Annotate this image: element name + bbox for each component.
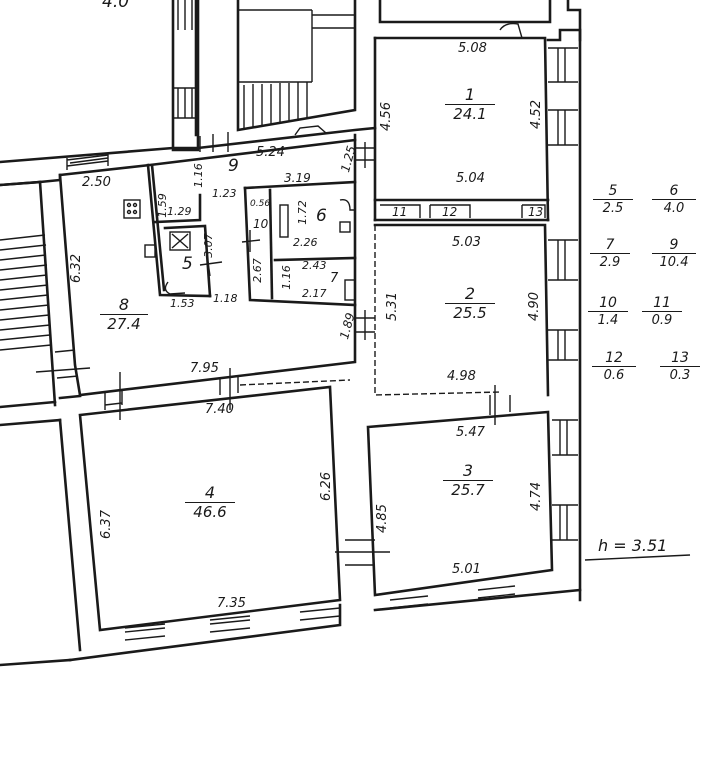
- room-2-right-dim: 4.90: [526, 292, 542, 321]
- room-8-walls: [38, 138, 357, 420]
- left-stair-block: [0, 180, 91, 409]
- legend-room-6-number: 6: [652, 183, 696, 200]
- room-1-right-dim: 4.52: [528, 100, 544, 129]
- ceiling-height-label: h = 3.51: [598, 536, 668, 555]
- legend-room-11-area: 0.9: [651, 313, 673, 328]
- room-9-number: 9: [228, 156, 239, 176]
- legend-room-13: 13 0.3: [660, 350, 700, 384]
- room-6-number: 6: [316, 206, 327, 226]
- legend-room-13-area: 0.3: [669, 368, 691, 383]
- room-1-bottom-dim: 5.04: [456, 171, 485, 186]
- room-8-left-dim: 6.32: [68, 254, 84, 283]
- room-8-area: 27.4: [107, 315, 141, 333]
- legend-room-10-area: 1.4: [597, 313, 619, 328]
- legend-room-5-number: 5: [593, 183, 633, 200]
- room-4-right-dim: 6.26: [318, 472, 334, 501]
- room-5-bottom-dim: 1.53: [170, 297, 195, 310]
- room-7-left-dim: 1.16: [279, 265, 293, 290]
- room-4-top-dim: 7.40: [205, 402, 234, 417]
- room-8-number: 8: [100, 296, 148, 315]
- room-2-left-dim: 5.31: [384, 292, 400, 321]
- room-1-label: 1 24.1: [445, 86, 495, 124]
- legend-room-12: 12 0.6: [592, 350, 636, 384]
- legend-room-5-area: 2.5: [602, 201, 624, 216]
- room-10-top-dim: 0.56: [250, 199, 271, 209]
- bath-block-walls: [123, 163, 223, 298]
- room-2-area: 25.5: [453, 304, 487, 322]
- left-lower-room: [0, 418, 72, 667]
- room-4-area: 46.6: [193, 503, 227, 521]
- legend-room-9-number: 9: [652, 237, 696, 254]
- room-1-walls: [355, 22, 582, 602]
- room-5-top-dim: 1.29: [167, 205, 192, 218]
- room-4-label: 4 46.6: [185, 484, 235, 522]
- room-1-left-dim: 4.56: [378, 102, 394, 131]
- room-2-label: 2 25.5: [445, 285, 495, 323]
- legend-room-9-area: 10.4: [659, 255, 689, 270]
- legend-room-10-number: 10: [588, 295, 628, 312]
- room-6-bottom-dim: 2.26: [293, 236, 318, 249]
- upper-stair-block: [171, 0, 582, 152]
- legend-room-9: 9 10.4: [652, 237, 696, 271]
- room-1-number: 1: [445, 86, 495, 105]
- ceiling-height-underline: [584, 554, 691, 561]
- room-4-bottom-dim: 7.35: [217, 596, 246, 611]
- legend-room-6-area: 4.0: [663, 201, 685, 216]
- room-10-number: 10: [253, 217, 269, 231]
- room-7-top-dim: 2.43: [302, 259, 327, 272]
- room-2-walls: [355, 223, 578, 397]
- room-7-number: 7: [330, 271, 339, 286]
- room-4-number: 4: [185, 484, 235, 503]
- room-3-top-dim: 5.47: [456, 425, 485, 440]
- room-5-number: 5: [182, 254, 193, 274]
- north-wall: [0, 126, 377, 164]
- room-9-top-dim: 5.24: [256, 145, 285, 160]
- room-3-right-dim: 4.74: [528, 482, 544, 511]
- room-2-top-dim: 5.03: [452, 235, 481, 250]
- room-7-bottom-dim: 2.17: [302, 287, 327, 300]
- legend-room-11: 11 0.9: [642, 295, 682, 329]
- room-6-top-dim: 3.19: [284, 171, 311, 185]
- room-8-label: 8 27.4: [100, 296, 148, 334]
- room-8-top-dim: 2.50: [82, 175, 111, 190]
- closets-walls: [373, 198, 550, 222]
- legend-room-10: 10 1.4: [588, 295, 628, 329]
- room-3-label: 3 25.7: [443, 462, 493, 500]
- room-5-right-dim: 3.07: [201, 233, 215, 258]
- legend-room-7-number: 7: [590, 237, 630, 254]
- room-8-corner-dim: 1.18: [213, 292, 238, 305]
- room-1-area: 24.1: [453, 105, 487, 123]
- room-13-number: 13: [528, 205, 544, 219]
- room-3-number: 3: [443, 462, 493, 481]
- legend-room-13-number: 13: [660, 350, 700, 367]
- room-3-bottom-dim: 5.01: [452, 562, 481, 577]
- room-3-left-dim: 4.85: [374, 504, 390, 533]
- room-1-top-dim: 5.08: [458, 41, 487, 56]
- room-9-inner-dim-a: 1.16: [191, 163, 205, 188]
- room-6-left-dim: 1.72: [295, 200, 309, 225]
- room-10-left-dim: 2.67: [250, 258, 264, 283]
- room-2-number: 2: [445, 285, 495, 304]
- room-12-number: 12: [442, 205, 458, 219]
- room-4-walls: [58, 379, 351, 662]
- room-9-inner-dim-b: 1.23: [212, 187, 237, 200]
- legend-room-11-number: 11: [642, 295, 682, 312]
- legend-room-7-area: 2.9: [599, 255, 621, 270]
- legend-room-6: 6 4.0: [652, 183, 696, 217]
- room-8-bottom-dim: 7.95: [190, 361, 219, 376]
- wc-block-walls: [241, 180, 357, 307]
- legend-room-5: 5 2.5: [593, 183, 633, 217]
- room-4-left-dim: 6.37: [98, 510, 114, 539]
- room-3-area: 25.7: [451, 481, 485, 499]
- legend-room-12-area: 0.6: [603, 368, 625, 383]
- room-3-walls: [335, 385, 582, 612]
- room-11-number: 11: [392, 205, 408, 219]
- legend-room-12-number: 12: [592, 350, 636, 367]
- top-room-area-label: 4.0: [102, 0, 130, 12]
- legend-room-7: 7 2.9: [590, 237, 630, 271]
- room-2-bottom-dim: 4.98: [447, 369, 476, 384]
